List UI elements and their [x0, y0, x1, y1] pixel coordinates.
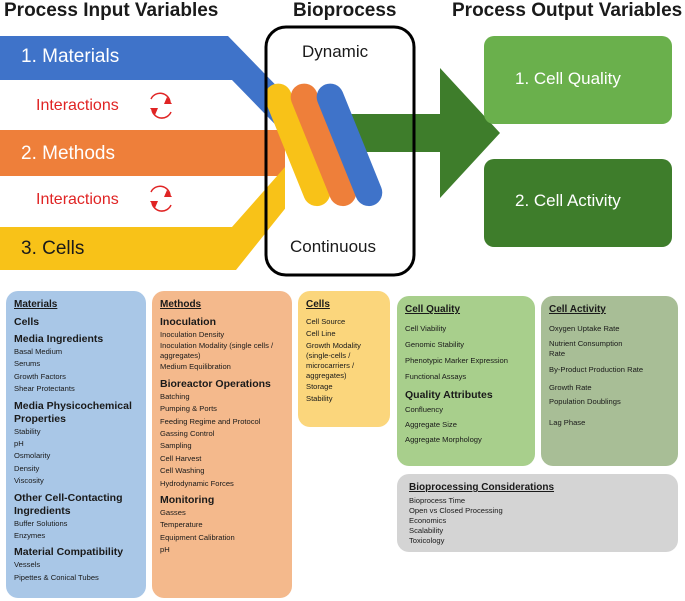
list-item: Basal Medium: [14, 347, 63, 356]
list-item: Cell Line: [306, 329, 336, 339]
methods-band: [0, 130, 285, 176]
list-item: Equipment Calibration: [160, 532, 235, 542]
continuous-label: Continuous: [290, 237, 377, 256]
list-item: Osmolarity: [14, 451, 51, 461]
cycle-icon: [150, 92, 172, 119]
flow-diagram: [0, 25, 672, 277]
cell-quality-box-title: Cell Quality: [405, 304, 461, 315]
cell-activity-label: 2. Cell Activity: [515, 191, 621, 210]
list-item: Buffer Solutions: [14, 518, 68, 528]
list-item: Scalability: [409, 526, 444, 535]
list-item: Inoculation Modality (single cells / agg…: [160, 341, 274, 361]
compat-heading: Material Compatibility: [14, 546, 124, 559]
media-ingredients-heading: Media Ingredients: [14, 333, 104, 345]
list-item: Growth Factors: [14, 371, 66, 381]
list-item: Pumping & Ports: [160, 404, 217, 414]
list-item: Shear Protectants: [14, 384, 75, 394]
cell-activity-shape: [484, 159, 672, 247]
list-item: Batching: [160, 391, 190, 401]
list-item: Open vs Closed Processing: [409, 506, 503, 515]
monitoring-heading: Monitoring: [160, 494, 215, 507]
list-item: Pipettes & Conical Tubes: [14, 572, 99, 582]
list-item: Stability: [14, 426, 41, 436]
list-item: Oxygen Uptake Rate: [549, 324, 620, 333]
cell-quality-label: 1. Cell Quality: [515, 69, 621, 88]
contacting-heading: Other Cell-Contacting Ingredients: [14, 491, 123, 517]
list-item: Toxicology: [409, 536, 445, 545]
quality-attributes-heading: Quality Attributes: [405, 389, 493, 401]
considerations-box-title: Bioprocessing Considerations: [409, 482, 555, 493]
inoculation-heading: Inoculation: [160, 316, 216, 328]
physchem-heading: Media Physicochemical Properties: [14, 399, 132, 425]
considerations-box: Bioprocessing Considerations Bioprocess …: [397, 474, 678, 552]
header-outputs: Process Output Variables: [452, 0, 683, 21]
ribbon-blue: [316, 83, 383, 207]
list-item: Temperature: [160, 520, 203, 530]
list-item: Growth Rate: [549, 383, 592, 392]
interactions-label-2: Interactions: [36, 191, 119, 208]
materials-box-title: Materials: [14, 299, 58, 310]
list-item: pH: [160, 545, 170, 555]
list-item: Medium Equilibration: [160, 362, 231, 372]
methods-box: Methods Inoculation Inoculation Density …: [152, 291, 292, 598]
list-item: Lag Phase: [549, 418, 586, 427]
cell-activity-box: Cell Activity Oxygen Uptake Rate Nutrien…: [541, 296, 678, 466]
list-item: Aggregate Size: [405, 420, 457, 429]
materials-label: 1. Materials: [21, 46, 120, 67]
cells-band: [0, 166, 285, 270]
list-item: Population Doublings: [549, 397, 621, 406]
list-item: Gassing Control: [160, 429, 215, 439]
list-item: Feeding Regime and Protocol: [160, 416, 261, 426]
cell-quality-shape: [484, 36, 672, 124]
bioprocess-frame: [264, 25, 416, 277]
list-item: Storage: [306, 381, 333, 391]
list-item: Cell Viability: [405, 324, 447, 333]
bioreactor-heading: Bioreactor Operations: [160, 377, 271, 390]
list-item: By-Product Production Rate: [549, 365, 644, 374]
cycle-icon: [150, 185, 172, 212]
list-item: Aggregate Morphology: [405, 435, 482, 444]
methods-label: 2. Methods: [21, 143, 115, 164]
header-inputs: Process Input Variables: [4, 0, 219, 21]
list-item: Functional Assays: [405, 372, 467, 381]
list-item: pH: [14, 439, 24, 449]
dynamic-label: Dynamic: [302, 42, 369, 61]
methods-box-title: Methods: [160, 299, 202, 310]
cells-label: 3. Cells: [21, 238, 85, 259]
cells-box-title: Cells: [306, 299, 330, 310]
list-item: Stability: [306, 394, 333, 404]
cells-heading: Cells: [14, 316, 40, 328]
materials-box: Materials Cells Media Ingredients Basal …: [6, 291, 146, 598]
list-item: Economics: [409, 516, 447, 525]
list-item: Enzymes: [14, 531, 46, 541]
list-item: Vessels: [14, 560, 41, 570]
list-item: Genomic Stability: [405, 340, 465, 349]
materials-band: [0, 36, 285, 135]
list-item: Serums: [14, 359, 41, 369]
cells-box: Cells Cell Source Cell Line Growth Modal…: [298, 291, 390, 427]
list-item: Bioprocess Time: [409, 496, 466, 505]
list-item: Sampling: [160, 441, 192, 451]
list-item: Phenotypic Marker Expression: [405, 356, 508, 365]
interactions-label-1: Interactions: [36, 97, 119, 114]
ribbon-orange: [290, 83, 357, 207]
list-item: Density: [14, 463, 40, 473]
list-item: Confluency: [405, 405, 443, 414]
list-item: Cell Harvest: [160, 453, 202, 463]
list-item: Cell Washing: [160, 466, 205, 476]
header-bioprocess: Bioprocess: [293, 0, 397, 21]
cell-activity-box-title: Cell Activity: [549, 304, 606, 315]
list-item: Hydrodynamic Forces: [160, 478, 234, 488]
list-item: Gasses: [160, 508, 186, 518]
list-item: Inoculation Density: [160, 330, 225, 339]
list-item: Nutrient Consumption Rate: [549, 339, 623, 358]
ribbon-yellow: [264, 83, 331, 207]
list-item: Growth Modality (single-cells / microcar…: [306, 340, 361, 380]
cell-quality-box: Cell Quality Cell Viability Genomic Stab…: [397, 296, 535, 466]
list-item: Viscosity: [14, 476, 44, 486]
list-item: Cell Source: [306, 317, 346, 326]
